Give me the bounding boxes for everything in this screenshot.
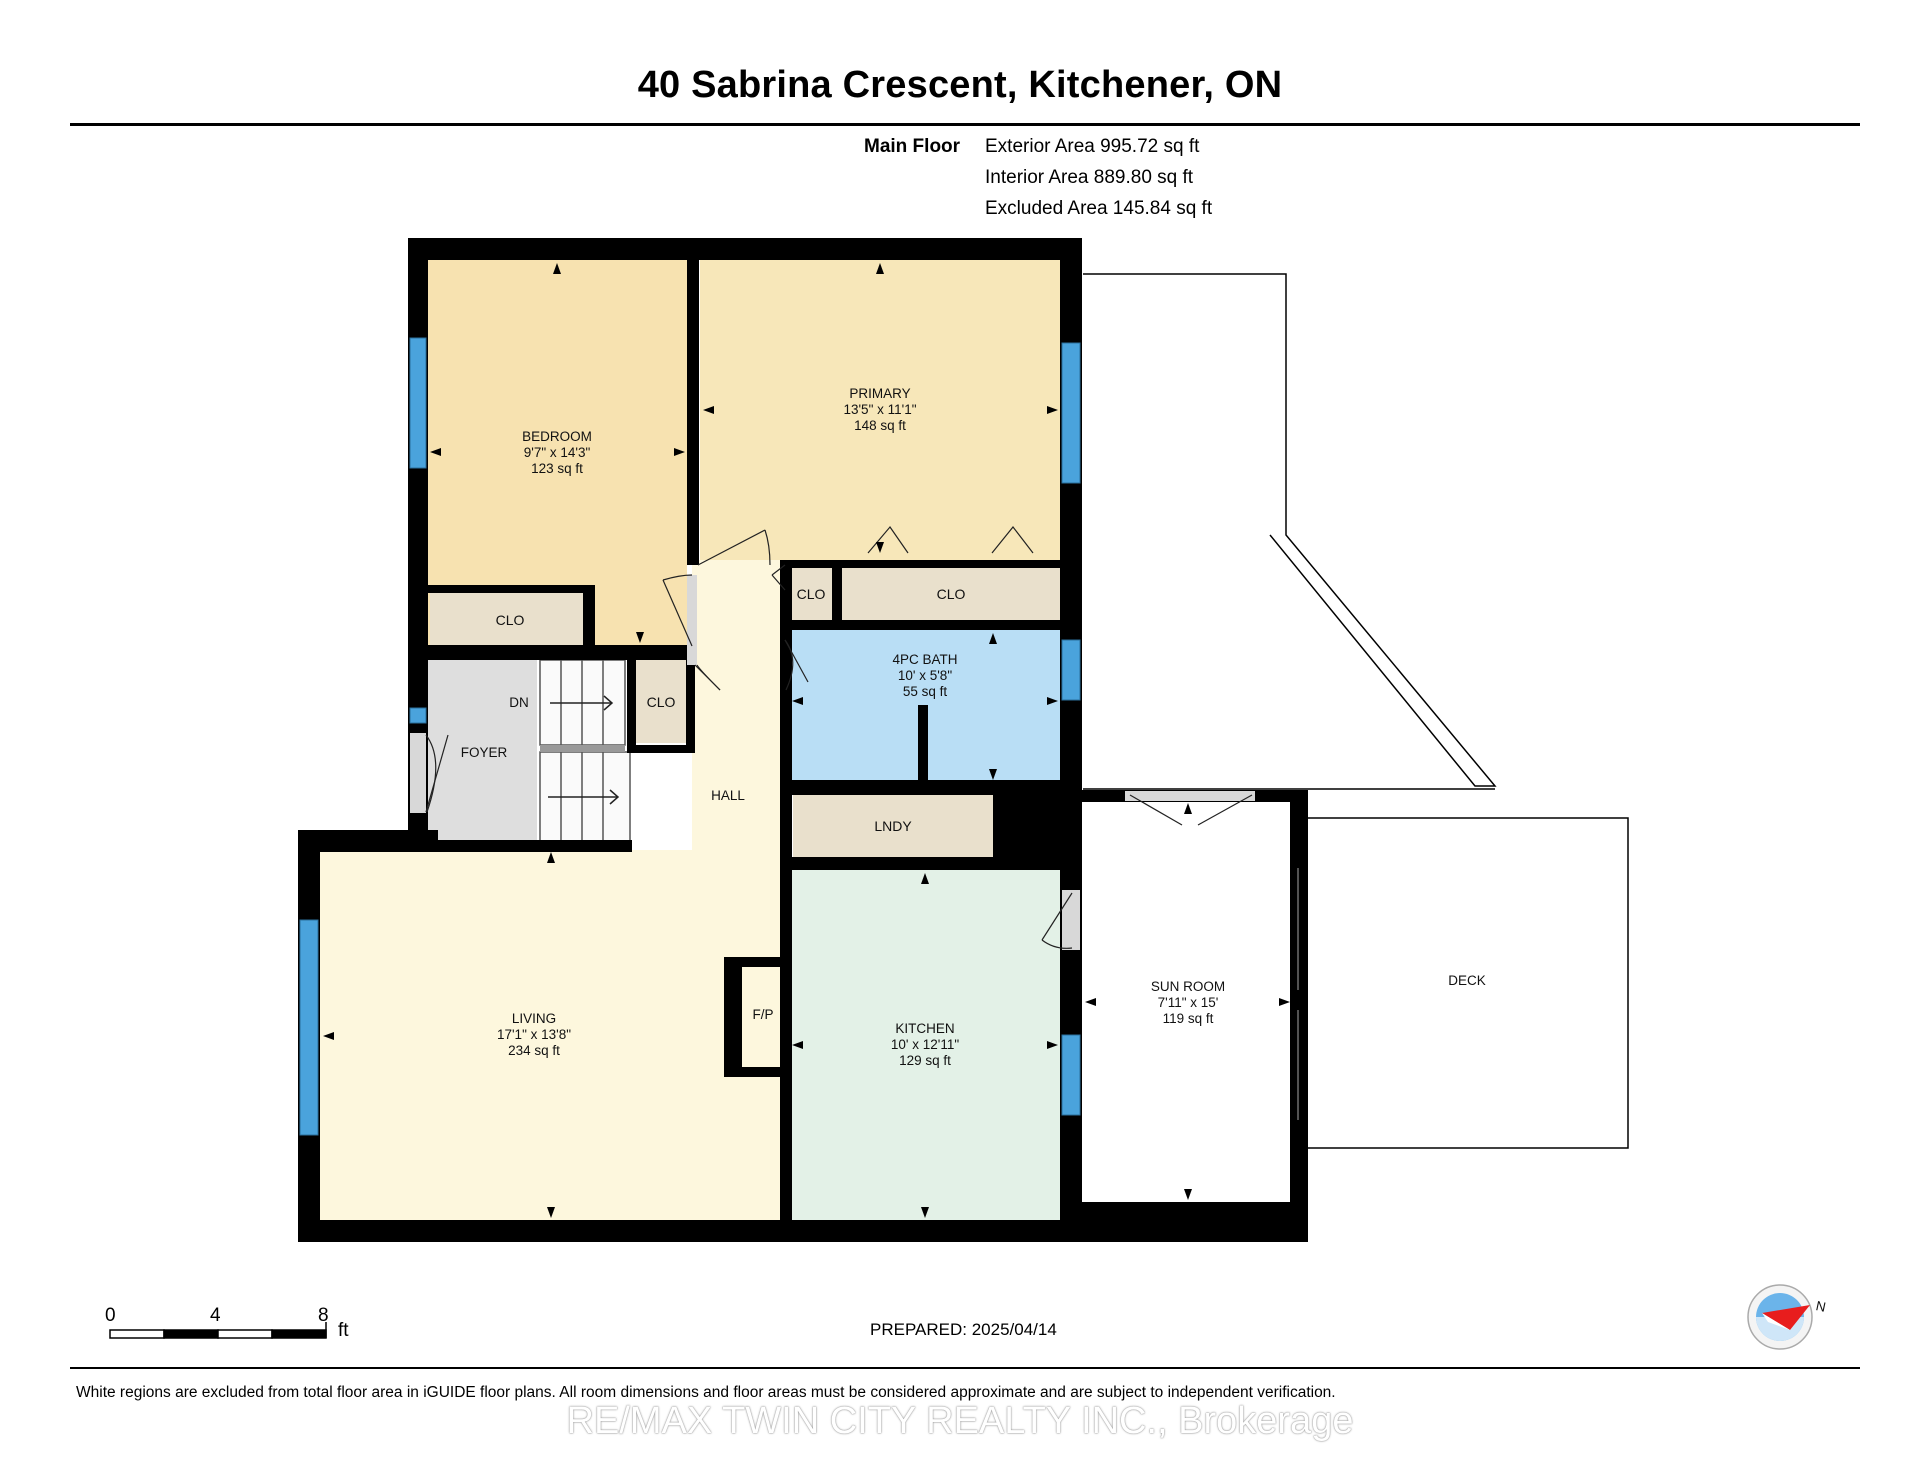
bedroom-fill — [427, 260, 687, 646]
compass-icon — [1747, 1284, 1813, 1350]
stair-closet — [636, 660, 688, 743]
primary-dims: 13'5" x 11'1" — [843, 402, 916, 417]
bedroom-dims: 9'7" x 14'3" — [524, 445, 591, 460]
foyer-fill — [427, 660, 537, 845]
primary-area: 148 sq ft — [854, 418, 906, 433]
primary-closet-small — [789, 568, 832, 620]
bath-area: 55 sq ft — [903, 684, 948, 699]
sunroom-dims: 7'11" x 15' — [1158, 995, 1219, 1010]
living-name: LIVING — [512, 1011, 556, 1026]
windows — [299, 337, 1081, 1136]
fireplace-label: F/P — [752, 1007, 773, 1022]
bottom-rule — [70, 1367, 1860, 1369]
bath-name: 4PC BATH — [892, 652, 957, 667]
exterior-area: Exterior Area 995.72 sq ft — [985, 136, 1200, 157]
doors — [410, 526, 1299, 1120]
primary-fill — [700, 260, 1060, 560]
brokerage-watermark: RE/MAX TWIN CITY REALTY INC., Brokerage — [566, 1400, 1354, 1442]
laundry — [793, 795, 993, 857]
walls — [298, 238, 1308, 1242]
bedroom-closet — [430, 593, 590, 645]
deck-outline — [1083, 273, 1629, 1149]
scale-tick-0: 0 — [105, 1305, 116, 1326]
sunroom-fill — [1083, 800, 1293, 1202]
scale-tick-4: 4 — [210, 1305, 221, 1326]
sunroom-area: 119 sq ft — [1163, 1011, 1214, 1026]
kitchen-dims: 10' x 12'11" — [891, 1037, 959, 1052]
interior-area: Interior Area 889.80 sq ft — [985, 167, 1194, 188]
top-rule — [70, 123, 1860, 126]
bath-dims: 10' x 5'8" — [898, 668, 952, 683]
sunroom-name: SUN ROOM — [1151, 979, 1225, 994]
bedroom-closet-label: CLO — [496, 612, 525, 628]
stairs — [539, 659, 631, 850]
scale-tick-8: 8 — [318, 1305, 329, 1326]
scale-unit: ft — [338, 1320, 349, 1341]
bedroom-name: BEDROOM — [522, 429, 592, 444]
stair-closet-label: CLO — [647, 694, 676, 710]
primary-name: PRIMARY — [849, 386, 910, 401]
kitchen-fill — [789, 870, 1060, 1220]
floor-name: Main Floor — [864, 136, 961, 157]
living-fill — [320, 850, 782, 1220]
primary-closet-large-label: CLO — [937, 586, 966, 602]
scale-bar — [109, 1322, 327, 1339]
kitchen-name: KITCHEN — [895, 1021, 954, 1036]
compass-north-label: N — [1814, 1298, 1827, 1315]
page-title: 40 Sabrina Crescent, Kitchener, ON — [637, 64, 1283, 106]
deck-label: DECK — [1448, 973, 1486, 988]
stairs-down-label: DN — [509, 695, 529, 710]
laundry-label: LNDY — [874, 818, 912, 834]
primary-closet-large — [842, 568, 1060, 620]
hall-label: HALL — [711, 788, 745, 803]
primary-closet-small-label: CLO — [797, 586, 826, 602]
excluded-area: Excluded Area 145.84 sq ft — [985, 198, 1213, 219]
foyer-label: FOYER — [461, 745, 508, 760]
bedroom-area: 123 sq ft — [531, 461, 583, 476]
prepared-date: PREPARED: 2025/04/14 — [870, 1320, 1057, 1339]
disclaimer: White regions are excluded from total fl… — [76, 1384, 1336, 1401]
dimension-arrows — [323, 263, 1290, 1218]
living-dims: 17'1" x 13'8" — [497, 1027, 571, 1042]
living-area: 234 sq ft — [508, 1043, 560, 1058]
kitchen-area: 129 sq ft — [899, 1053, 951, 1068]
